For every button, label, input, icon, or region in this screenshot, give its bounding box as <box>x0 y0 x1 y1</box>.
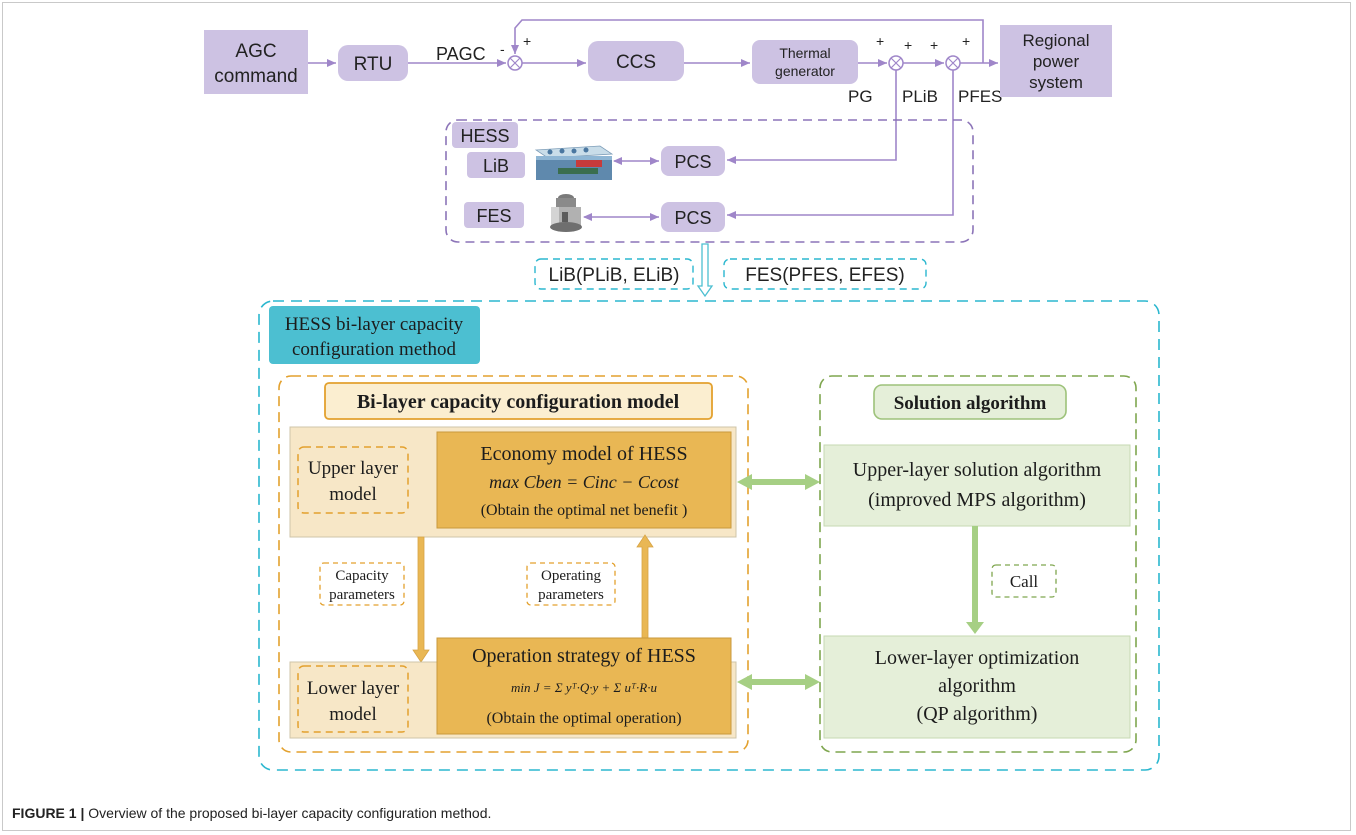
call-down-arrow <box>966 526 984 634</box>
block-diagram: AGC command RTU PAGC - + CCS Thermal gen… <box>204 19 1160 771</box>
fes-signal-label: FES(PFES, EFES) <box>745 265 904 286</box>
sign-plus-4: + <box>930 37 938 53</box>
thermal-generator-box <box>752 40 858 84</box>
plib-label: PLiB <box>902 87 938 106</box>
down-arrow-icon <box>696 243 714 298</box>
pcs-fes-box <box>661 202 725 232</box>
method-title-1: HESS bi-layer capacity <box>285 314 464 335</box>
regional-label-1: Regional <box>1022 31 1089 50</box>
fes-label-box <box>464 202 524 228</box>
method-panel: HESS bi-layer capacity configuration met… <box>258 300 1160 771</box>
algorithm-panel: Solution algorithm Upper-layer solution … <box>819 375 1137 753</box>
agc-label-1: AGC <box>235 41 276 62</box>
top-chain: AGC command RTU PAGC - + CCS Thermal gen… <box>204 19 1112 219</box>
operating-parameters-2: parameters <box>538 587 604 603</box>
thermal-label-1: Thermal <box>779 45 830 61</box>
operating-parameters-box <box>526 562 616 606</box>
upper-layer-label-1: Upper layer <box>308 458 399 479</box>
rtu-box <box>338 45 408 81</box>
upper-algorithm-1: Upper-layer solution algorithm <box>853 459 1102 481</box>
hess-device-panel: HESS LiB FES PCS PCS <box>445 119 974 243</box>
hess-label: HESS <box>460 126 509 146</box>
lib-signal-box <box>534 258 694 290</box>
method-title-2: configuration method <box>292 339 457 360</box>
hess-label-box <box>452 122 518 148</box>
signal-labels: LiB(PLiB, ELiB) FES(PFES, EFES) <box>534 243 927 298</box>
thermal-label-2: generator <box>775 63 835 79</box>
lower-layer-label-2: model <box>329 704 377 725</box>
caption-label: FIGURE 1 | <box>12 805 85 821</box>
ccs-label: CCS <box>616 52 656 73</box>
ccs-box <box>588 41 684 81</box>
capacity-parameters-2: parameters <box>329 587 395 603</box>
lower-algorithm-3: (QP algorithm) <box>917 703 1038 725</box>
sign-minus: - <box>500 41 505 57</box>
lib-label: LiB <box>483 156 509 176</box>
battery-pack-icon <box>534 145 614 180</box>
operating-parameters-1: Operating <box>541 568 601 584</box>
sign-plus-2: + <box>876 33 884 49</box>
pcs-lib-box <box>661 146 725 176</box>
lower-algorithm-box <box>823 635 1131 739</box>
lower-link-arrow <box>737 674 820 690</box>
upper-layer-label-2: model <box>329 484 377 505</box>
fes-signal-box <box>723 258 927 290</box>
method-title-box <box>269 306 480 364</box>
flywheel-icon <box>550 194 582 232</box>
model-title-box <box>324 382 713 420</box>
figure-caption: FIGURE 1 | Overview of the proposed bi-l… <box>12 805 491 821</box>
pg-label: PG <box>848 87 873 106</box>
capacity-parameters-1: Capacity <box>335 568 389 584</box>
upper-layer-label-box <box>297 446 409 514</box>
pagc-label: PAGC <box>436 44 486 64</box>
lib-signal-label: LiB(PLiB, ELiB) <box>549 265 680 286</box>
sign-plus-5: + <box>962 33 970 49</box>
down-arrow-capacity <box>412 536 430 663</box>
economy-model-title: Economy model of HESS <box>480 443 687 465</box>
fes-label: FES <box>476 206 511 226</box>
pcs-fes-label: PCS <box>674 208 711 228</box>
pcs-lib-label: PCS <box>674 152 711 172</box>
sign-plus-1: + <box>523 33 531 49</box>
algorithm-title-box <box>873 384 1067 420</box>
economy-model-note: (Obtain the optimal net benefit ) <box>481 502 688 519</box>
upper-link-arrow <box>737 474 820 490</box>
operation-strategy-note: (Obtain the optimal operation) <box>486 710 681 727</box>
model-panel: Bi-layer capacity configuration model Up… <box>278 375 749 753</box>
regional-power-system-box <box>1000 25 1112 97</box>
regional-label-3: system <box>1029 73 1083 92</box>
lower-algorithm-1: Lower-layer optimization <box>875 647 1080 669</box>
regional-label-2: power <box>1033 52 1080 71</box>
algorithm-title: Solution algorithm <box>894 393 1047 414</box>
call-box <box>991 564 1057 598</box>
call-label: Call <box>1010 572 1039 591</box>
economy-model-box <box>436 431 732 529</box>
operation-strategy-title: Operation strategy of HESS <box>472 645 696 667</box>
rtu-label: RTU <box>354 54 393 75</box>
economy-model-formula: max Cben = Cinc − Ccost <box>489 472 680 492</box>
upper-algorithm-2: (improved MPS algorithm) <box>868 489 1086 511</box>
caption-text: Overview of the proposed bi-layer capaci… <box>84 805 492 821</box>
agc-label-2: command <box>214 66 297 87</box>
lower-algorithm-2: algorithm <box>938 675 1016 697</box>
operation-strategy-formula: min J = Σ yᵀ·Q·y + Σ uᵀ·R·u <box>511 680 657 695</box>
upper-algorithm-box <box>823 444 1131 527</box>
lib-label-box <box>467 152 525 178</box>
agc-command-box <box>204 30 308 94</box>
model-title: Bi-layer capacity configuration model <box>357 391 680 413</box>
lower-layer-label-box <box>297 665 409 733</box>
lower-layer-label-1: Lower layer <box>307 678 400 699</box>
capacity-parameters-box <box>319 562 405 606</box>
operation-strategy-box <box>436 637 732 735</box>
sign-plus-3: + <box>904 37 912 53</box>
pfes-label: PFES <box>958 87 1002 106</box>
